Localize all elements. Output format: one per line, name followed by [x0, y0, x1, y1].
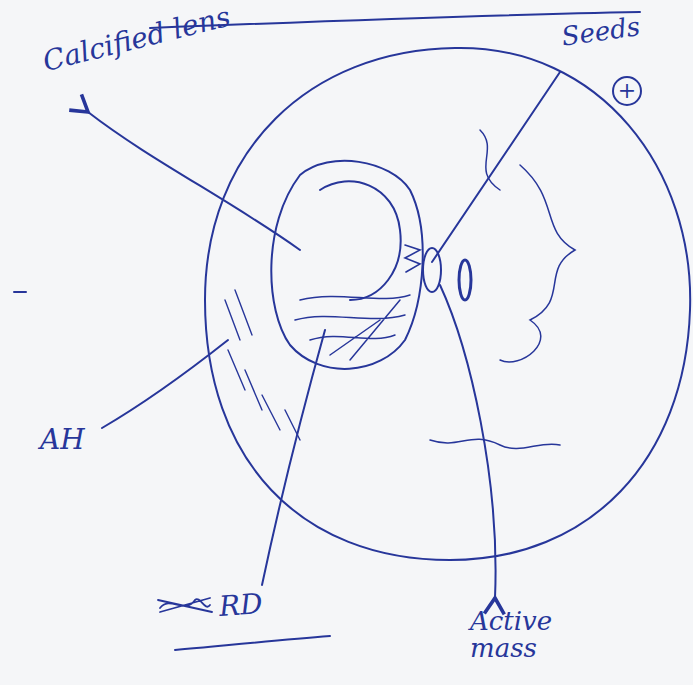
membrane — [430, 439, 560, 448]
calcification — [405, 245, 420, 272]
part-label: Calcified lens — [40, 2, 233, 77]
seed-oval — [459, 260, 471, 300]
struck-word — [158, 598, 212, 612]
leader-line — [88, 112, 300, 250]
ah-shading — [225, 290, 300, 440]
symbol-label: + — [612, 76, 642, 106]
label-text: Active mass — [470, 606, 552, 663]
leader-line — [102, 340, 228, 428]
part-label: RD — [218, 589, 263, 621]
leader-line — [432, 72, 560, 262]
part-label: Seeds — [560, 13, 642, 51]
label-text: RD — [218, 587, 264, 623]
label-text: Seeds — [560, 11, 642, 52]
leader-line — [440, 285, 496, 598]
underline — [175, 636, 330, 650]
label-text: + — [618, 78, 636, 103]
lens-outline — [271, 161, 422, 369]
dash — [14, 291, 26, 293]
seeds-cluster — [423, 248, 441, 292]
part-label: AH — [40, 425, 85, 454]
leader-line — [262, 330, 325, 585]
membrane — [480, 130, 500, 190]
membrane — [500, 165, 575, 362]
label-text: AH — [40, 423, 85, 456]
lens-inner — [320, 181, 401, 300]
mass-shading — [295, 295, 410, 360]
part-label: Active mass — [470, 608, 620, 663]
label-text: Calcified lens — [40, 0, 234, 78]
